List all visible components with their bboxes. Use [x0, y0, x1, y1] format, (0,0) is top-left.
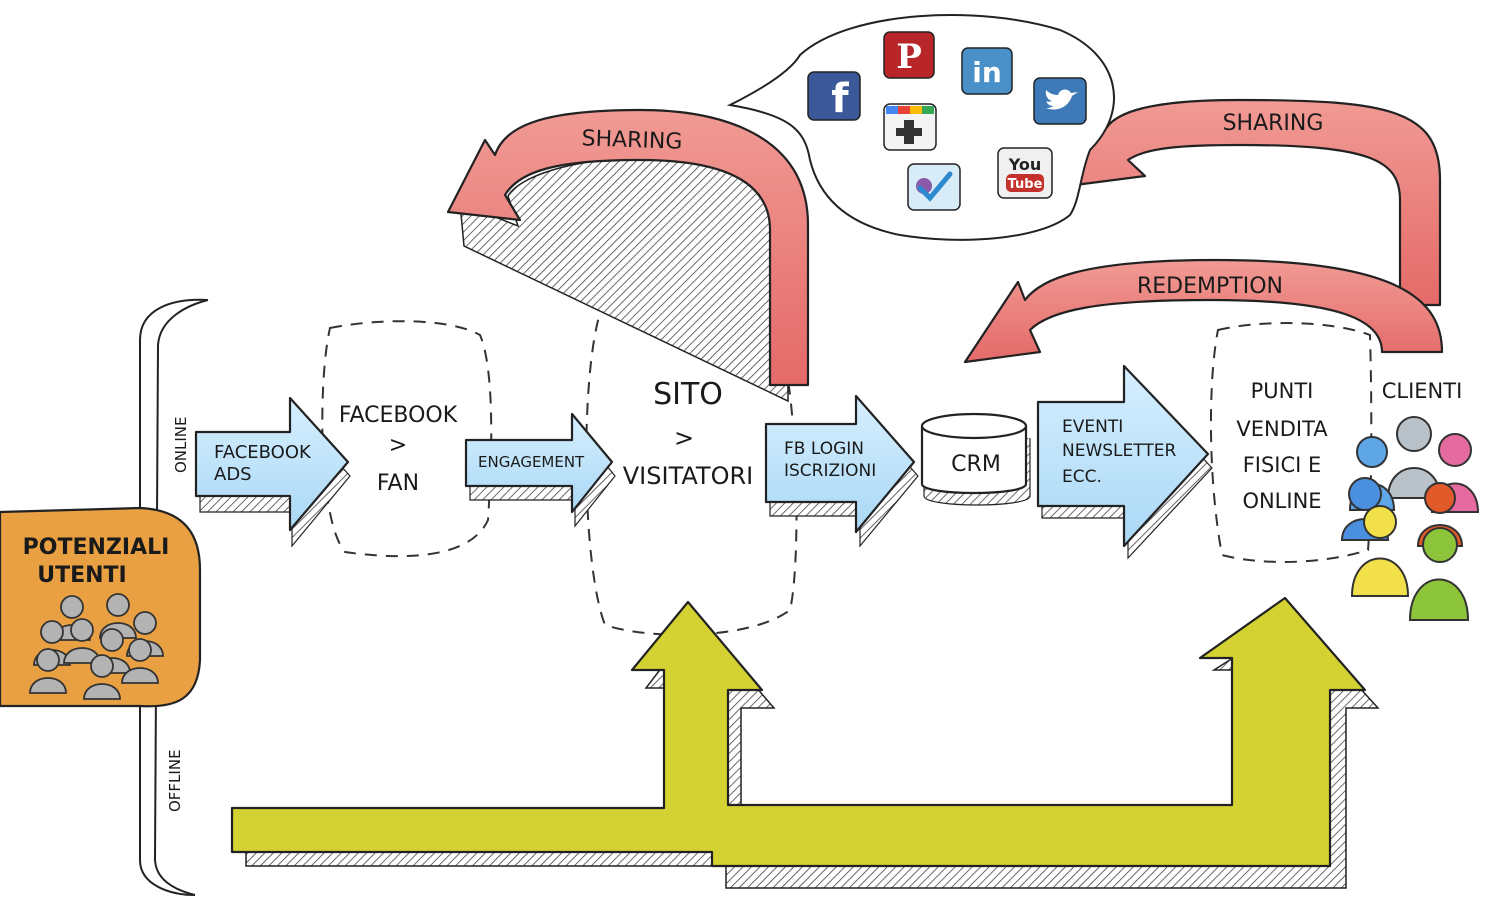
clienti-label: CLIENTI [1382, 379, 1463, 403]
svg-text:ISCRIZIONI: ISCRIZIONI [784, 461, 876, 481]
svg-text:SITO: SITO [653, 377, 723, 412]
svg-text:You: You [1008, 155, 1042, 174]
social-bubble: f P in You [726, 14, 1115, 241]
svg-text:in: in [972, 56, 1002, 89]
svg-text:>: > [674, 424, 694, 452]
svg-text:VISITATORI: VISITATORI [623, 462, 753, 490]
eventi-label: EVENTI NEWSLETTER ECC. [1062, 417, 1176, 487]
offline-label: OFFLINE [166, 749, 184, 812]
punti-vendita-label: PUNTI VENDITA FISICI E ONLINE [1236, 379, 1328, 513]
facebook-icon: f [807, 71, 861, 122]
eventi-arrow [1036, 364, 1213, 560]
crm-label: CRM [951, 452, 1001, 477]
svg-text:P: P [896, 37, 922, 77]
sharing-left-label: SHARING [581, 126, 683, 155]
svg-text:PUNTI: PUNTI [1251, 379, 1314, 403]
svg-text:FB LOGIN: FB LOGIN [784, 439, 864, 459]
engagement-arrow [464, 412, 616, 528]
sharing-right-label: SHARING [1223, 111, 1324, 136]
svg-text:ECC.: ECC. [1062, 467, 1102, 487]
youtube-icon: You Tube [997, 147, 1053, 199]
gray-people-icon [29, 593, 164, 700]
sharing-left-arrow [446, 108, 810, 403]
clienti-people-icon [1340, 416, 1480, 621]
punti-vendita-dashed-box [1209, 322, 1373, 563]
engagement-label: ENGAGEMENT [478, 453, 585, 471]
svg-text:ONLINE: ONLINE [1242, 489, 1321, 513]
facebook-ads-label: FACEBOOK ADS [214, 442, 312, 485]
redemption-arrow [963, 258, 1444, 364]
foursquare-icon [907, 163, 961, 211]
fb-login-arrow [764, 394, 919, 548]
svg-text:f: f [831, 76, 849, 122]
potenziali-utenti-box: POTENZIALI UTENTI [0, 506, 202, 708]
svg-text:FAN: FAN [377, 471, 419, 496]
crm-database [920, 412, 1031, 506]
online-offline-bracket: ONLINE OFFLINE [139, 298, 209, 896]
redemption-label: REDEMPTION [1137, 274, 1283, 299]
svg-text:ADS: ADS [214, 464, 252, 485]
svg-text:>: > [389, 433, 407, 458]
google-plus-icon [883, 103, 937, 151]
potenziali-line2: UTENTI [37, 563, 127, 588]
offline-yellow-arrow [230, 596, 1380, 889]
svg-text:VENDITA: VENDITA [1236, 417, 1328, 441]
sito-visitatori-label: SITO > VISITATORI [623, 377, 753, 490]
svg-text:Tube: Tube [1008, 177, 1043, 192]
pinterest-icon: P [883, 31, 935, 79]
facebook-ads-arrow [194, 396, 351, 548]
svg-text:NEWSLETTER: NEWSLETTER [1062, 441, 1176, 461]
fb-login-label: FB LOGIN ISCRIZIONI [784, 439, 876, 481]
svg-text:FACEBOOK: FACEBOOK [339, 403, 458, 428]
svg-text:FISICI E: FISICI E [1243, 453, 1322, 477]
potenziali-line1: POTENZIALI [23, 535, 170, 560]
online-label: ONLINE [172, 416, 190, 473]
svg-text:EVENTI: EVENTI [1062, 417, 1123, 437]
twitter-icon [1033, 77, 1087, 125]
svg-text:FACEBOOK: FACEBOOK [214, 442, 312, 463]
facebook-fan-label: FACEBOOK > FAN [339, 403, 458, 496]
linkedin-icon: in [961, 47, 1013, 95]
